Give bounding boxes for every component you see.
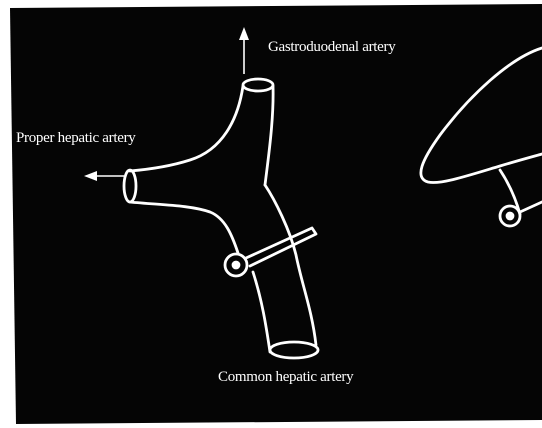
gastroduodenal-artery-label: Gastroduodenal artery [268,39,395,56]
common-hepatic-artery-label: Common hepatic artery [218,369,353,386]
dark-panel [10,4,542,424]
proper-hepatic-artery-label: Proper hepatic artery [16,130,135,147]
